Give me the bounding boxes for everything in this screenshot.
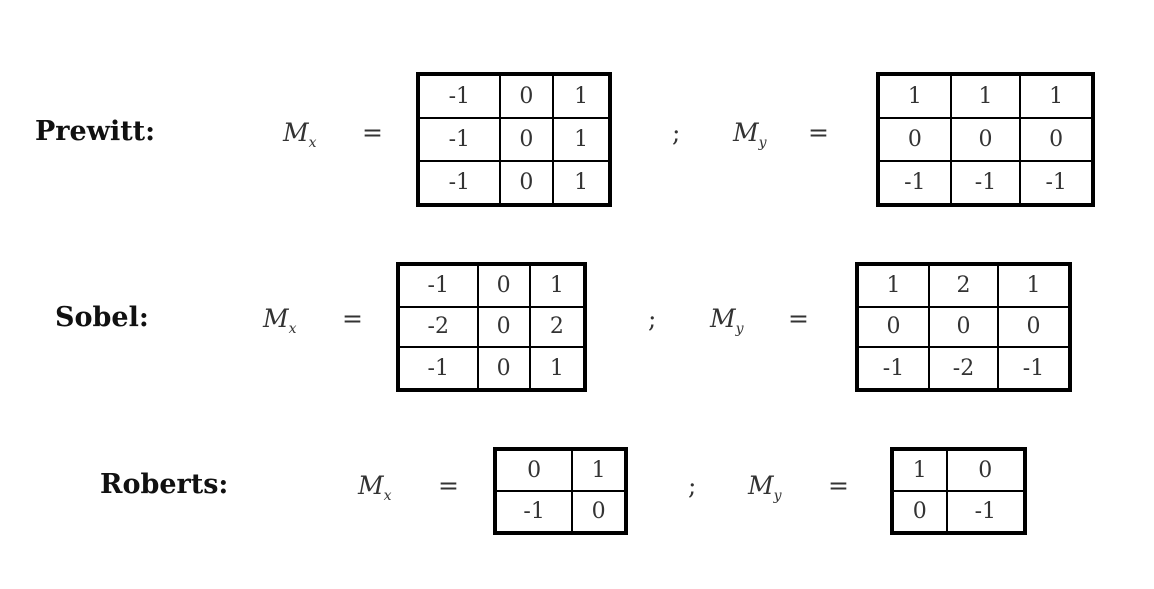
matrix-cell: 0	[949, 117, 1022, 162]
matrix-label-my: My	[710, 304, 744, 337]
separator: ;	[672, 118, 681, 147]
matrix-label-mx: Mx	[358, 471, 392, 504]
matrix-cell: 1	[528, 263, 587, 308]
matrix-cell: 0	[476, 305, 531, 349]
equals-sign: =	[788, 304, 809, 333]
matrix-cell: -1	[1019, 159, 1094, 207]
matrix-cell: -1	[417, 72, 501, 120]
matrix-label-mx: Mx	[283, 118, 317, 151]
matrix-cell: 1	[552, 72, 611, 120]
matrix-cell: 0	[891, 490, 948, 534]
matrix-cell: -1	[949, 159, 1022, 207]
matrix-subscript: y	[735, 321, 744, 337]
matrix-cell: 0	[1019, 117, 1094, 162]
matrix-row: 0-1	[891, 490, 1027, 534]
matrix-cell: 1	[571, 448, 627, 492]
matrix-cell: -2	[397, 305, 479, 349]
matrix-cell: -2	[927, 346, 1000, 391]
matrix-cell: -1	[397, 263, 479, 308]
separator: ;	[688, 471, 697, 500]
matrix-cell: 0	[856, 305, 930, 349]
matrix-cell: 0	[493, 448, 574, 492]
matrix-subscript: y	[758, 135, 767, 151]
matrix-label-my: My	[733, 118, 767, 151]
matrix-cell: -1	[417, 159, 501, 207]
matrix-cell: 1	[1019, 72, 1094, 120]
equals-sign: =	[438, 471, 459, 500]
matrix-cell: 2	[927, 263, 1000, 308]
matrix-symbol: M	[358, 471, 384, 500]
matrix-cell: -1	[945, 490, 1027, 534]
separator: ;	[648, 304, 657, 333]
matrix-label-my: My	[748, 471, 782, 504]
matrix-cell: 1	[891, 448, 948, 492]
matrix-cell: 0	[945, 448, 1027, 492]
operator-name: Roberts:	[100, 469, 229, 500]
matrix-symbol: M	[710, 304, 736, 333]
matrix-symbol: M	[263, 304, 289, 333]
matrix-label-mx: Mx	[263, 304, 297, 337]
operator-name: Prewitt:	[35, 116, 156, 147]
matrix-cell: -1	[856, 346, 930, 391]
matrix-subscript: x	[383, 488, 392, 504]
matrix-cell: 0	[498, 159, 555, 207]
matrix-cell: 1	[552, 159, 611, 207]
matrix-cell: 1	[877, 72, 952, 120]
matrix-cell: 0	[498, 72, 555, 120]
matrix-symbol: M	[733, 118, 759, 147]
matrix-cell: 2	[528, 305, 587, 349]
equals-sign: =	[362, 118, 383, 147]
matrix-symbol: M	[748, 471, 774, 500]
matrix-row: -1-1-1	[877, 159, 1094, 207]
matrix-cell: 0	[498, 117, 555, 162]
equals-sign: =	[808, 118, 829, 147]
matrix-cell: 1	[528, 346, 587, 391]
matrix-cell: -1	[417, 117, 501, 162]
matrix-cell: 1	[949, 72, 1022, 120]
equals-sign: =	[342, 304, 363, 333]
matrix-row: -1-2-1	[856, 346, 1071, 391]
operator-name: Sobel:	[55, 302, 149, 333]
matrix-cell: -1	[493, 490, 574, 534]
matrix-cell: 0	[476, 346, 531, 391]
matrix-cell: 0	[571, 490, 627, 534]
equals-sign: =	[828, 471, 849, 500]
matrix-cell: 1	[997, 263, 1071, 308]
matrix-cell: 1	[552, 117, 611, 162]
matrix-cell: 0	[997, 305, 1071, 349]
matrix-cell: 1	[856, 263, 930, 308]
matrix-subscript: y	[773, 488, 782, 504]
matrix-cell: 0	[927, 305, 1000, 349]
matrix-cell: -1	[877, 159, 952, 207]
matrix-cell: 0	[476, 263, 531, 308]
matrix-cell: 0	[877, 117, 952, 162]
matrix-subscript: x	[288, 321, 297, 337]
matrix-cell: -1	[397, 346, 479, 391]
matrix-symbol: M	[283, 118, 309, 147]
matrix-cell: -1	[997, 346, 1071, 391]
matrix-subscript: x	[308, 135, 317, 151]
